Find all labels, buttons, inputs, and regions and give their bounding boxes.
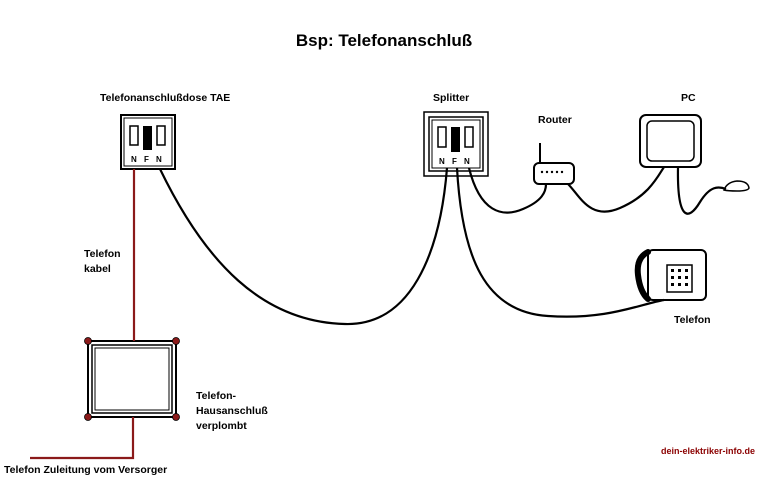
splitter-pin-n-right: N — [464, 157, 470, 166]
pc-label: PC — [681, 92, 696, 104]
tae-pin-f: F — [144, 155, 149, 164]
router-icon — [533, 143, 575, 185]
splitter-label: Splitter — [433, 92, 469, 104]
splitter-device: N F N — [423, 111, 489, 177]
tae-socket: N F N — [120, 114, 176, 170]
zuleitung-red-line — [30, 417, 135, 460]
telephone-icon — [634, 249, 707, 302]
splitter-pin-n-left: N — [439, 157, 445, 166]
hausanschluss-label-line3: verplombt — [196, 420, 247, 432]
cable-splitter-to-router — [467, 167, 548, 214]
mouse-icon — [723, 180, 750, 192]
tae-label: Telefonanschlußdose TAE — [100, 92, 230, 104]
cable-splitter-to-telefon — [455, 167, 665, 318]
zuleitung-label: Telefon Zuleitung vom Versorger — [4, 464, 167, 476]
hausanschluss-label-line2: Hausanschluß — [196, 405, 268, 417]
telefon-kabel-label-line1: Telefon — [84, 248, 121, 260]
pc-monitor-icon — [639, 114, 702, 168]
tae-pin-n-left: N — [131, 155, 137, 164]
splitter-pin-f: F — [452, 157, 457, 166]
diagram-title: Bsp: Telefonanschluß — [296, 31, 472, 50]
telefon-kabel-label-line2: kabel — [84, 263, 111, 275]
hausanschluss-box — [84, 337, 180, 421]
website-credit: dein-elektriker-info.de — [661, 446, 755, 456]
cable-pc-to-mouse — [676, 166, 727, 215]
tae-pin-n-right: N — [156, 155, 162, 164]
router-label: Router — [538, 114, 572, 126]
hausanschluss-label-line1: Telefon- — [196, 390, 237, 402]
cable-tae-to-splitter — [159, 167, 449, 326]
cable-router-to-pc — [567, 166, 665, 213]
telefon-label: Telefon — [674, 314, 711, 326]
